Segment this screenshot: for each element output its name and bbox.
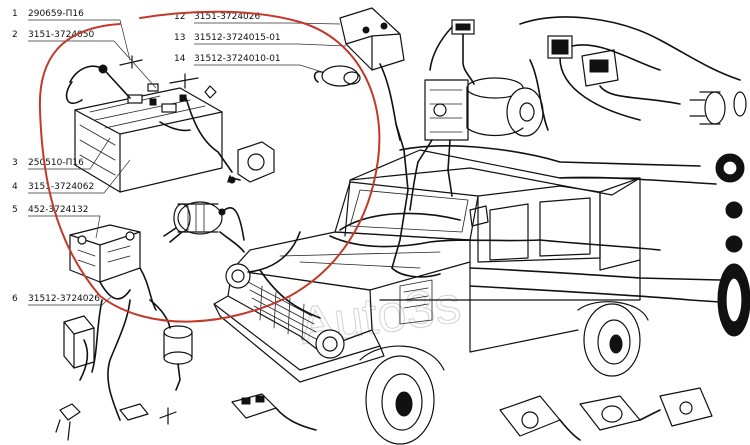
svg-text:13: 13 <box>174 33 185 43</box>
callout-3: 3 250510-П16 <box>12 137 111 170</box>
wire-harness-left <box>107 299 131 421</box>
svg-text:14: 14 <box>174 54 186 64</box>
callout-2: 2 3151-3724050 <box>12 30 157 89</box>
callout-labels: 1 290659-П16 2 3151-3724050 3 250510-П16… <box>12 9 347 306</box>
svg-text:31512-3724026: 31512-3724026 <box>28 294 100 304</box>
wiring-harness-center <box>247 123 721 319</box>
ignition-coil <box>149 299 193 391</box>
callout-12: 12 3151-3724026 <box>174 12 341 25</box>
connector-parts <box>55 403 177 441</box>
svg-text:4: 4 <box>12 182 18 192</box>
svg-text:31512-3724015-01: 31512-3724015-01 <box>194 33 281 43</box>
callout-1: 1 290659-П16 <box>12 9 131 61</box>
svg-text:12: 12 <box>174 12 185 22</box>
relay-block <box>429 19 475 85</box>
right-lamps <box>715 153 750 337</box>
generator <box>417 77 544 171</box>
svg-text:250510-П16: 250510-П16 <box>28 158 84 168</box>
instrument-units <box>519 16 747 131</box>
starter-solenoid <box>163 201 245 253</box>
svg-text:6: 6 <box>12 294 18 304</box>
vehicle-body <box>213 149 649 445</box>
mass-switch <box>227 141 275 184</box>
svg-text:1: 1 <box>12 9 18 19</box>
svg-text:2: 2 <box>12 30 18 40</box>
svg-text:3151-3724050: 3151-3724050 <box>28 30 95 40</box>
svg-text:3151-3724026: 3151-3724026 <box>194 12 261 22</box>
ignition-unit <box>69 224 141 300</box>
fog-lamp <box>313 65 361 87</box>
svg-text:290659-П16: 290659-П16 <box>28 9 84 19</box>
bottom-parts <box>231 387 713 441</box>
battery-illustration <box>65 55 233 193</box>
svg-text:3151-3724062: 3151-3724062 <box>28 182 94 192</box>
callout-13: 13 31512-3724015-01 <box>174 33 347 47</box>
callout-4: 4 3151-3724062 <box>12 159 131 194</box>
svg-text:5: 5 <box>12 205 18 215</box>
svg-text:3: 3 <box>12 158 18 168</box>
red-highlight-loop <box>38 10 381 323</box>
callout-14: 14 31512-3724010-01 <box>174 54 323 73</box>
callout-6: 6 31512-3724026 <box>12 294 113 306</box>
voltage-regulator <box>63 315 95 381</box>
svg-text:31512-3724010-01: 31512-3724010-01 <box>194 54 281 64</box>
callout-5: 5 452-3724132 <box>12 205 101 239</box>
svg-text:452-3724132: 452-3724132 <box>28 205 89 215</box>
